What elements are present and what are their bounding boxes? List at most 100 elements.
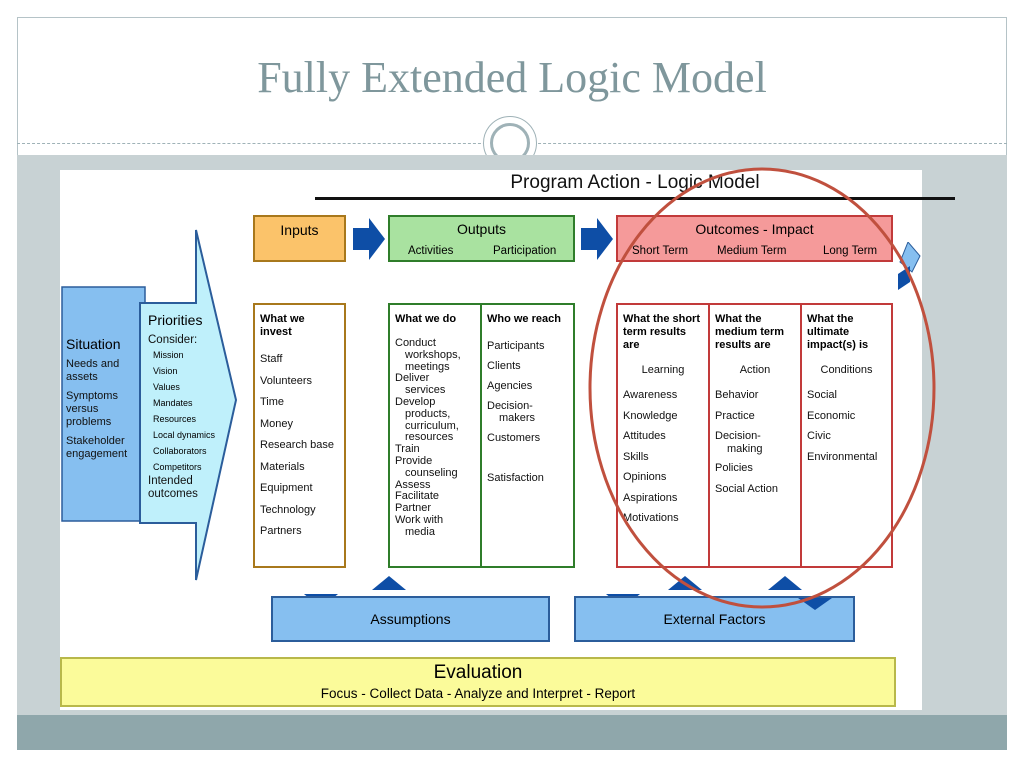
slide-title: Fully Extended Logic Model [257, 53, 767, 102]
activity-item: Train [395, 443, 420, 456]
situation-panel: Situation Needs and assets Symptoms vers… [66, 336, 146, 461]
medium-term-item: making [727, 443, 763, 455]
outcomes-sub-long: Long Term [823, 245, 878, 257]
participation-item: makers [499, 412, 536, 424]
input-item: Money [260, 417, 294, 430]
situation-item: Needs and assets [66, 358, 120, 383]
priority-item: Resources [153, 414, 197, 424]
situation-item: Stakeholder engagement [66, 435, 128, 460]
short-term-item: Knowledge [623, 409, 678, 422]
input-item: Partners [260, 525, 302, 537]
external-factors-label: External Factors [663, 611, 766, 627]
outputs-sub-activities: Activities [408, 245, 454, 257]
outcomes-header-label: Outcomes - Impact [695, 221, 814, 237]
outcomes-highlight-ellipse [588, 167, 936, 609]
input-item: Materials [260, 460, 305, 473]
participation-item: Customers [487, 432, 541, 444]
evaluation-subtitle: Focus - Collect Data - Analyze and Inter… [320, 686, 636, 701]
priorities-panel: Priorities Consider: Mission Vision Valu… [148, 312, 228, 501]
long-term-item: Environmental [807, 450, 878, 463]
situation-heading: Situation [66, 336, 121, 352]
activity-item: services [405, 384, 446, 397]
input-item: Research base [260, 439, 334, 451]
input-item: Equipment [260, 482, 313, 494]
long-term-column-title: What the ultimate impact(s) is [807, 313, 869, 351]
activity-item: Provide [395, 454, 433, 467]
situation-priorities-arrow [61, 229, 238, 581]
inputs-header: Inputs [253, 215, 346, 262]
priorities-consider: Consider: [148, 334, 198, 346]
medium-term-item: Practice [715, 409, 755, 422]
activity-item: resources [405, 431, 454, 444]
diagram-title: Program Action - Logic Model [510, 172, 760, 193]
medium-term-item: Decision- [715, 430, 761, 442]
diagram-title-rule [315, 197, 955, 200]
activity-item: meetings [405, 360, 450, 373]
assumptions-label: Assumptions [370, 611, 451, 627]
priorities-heading: Priorities [148, 312, 203, 328]
priorities-footer: Intended outcomes [148, 475, 198, 500]
input-item: Volunteers [260, 374, 312, 387]
long-term-item: Economic [807, 409, 856, 422]
evaluation-title: Evaluation [433, 662, 523, 683]
activity-item: Conduct [395, 337, 436, 349]
long-term-column: What the ultimate impact(s) is Condition… [800, 303, 893, 568]
short-term-item: Aspirations [623, 491, 678, 504]
participation-column-title: Who we reach [487, 313, 561, 325]
priority-item: Collaborators [153, 446, 207, 456]
priority-item: Mission [153, 350, 184, 360]
participation-column: Who we reach Participants Clients Agenci… [480, 303, 575, 568]
evaluation-bar: Evaluation Focus - Collect Data - Analyz… [60, 657, 896, 707]
activity-item: Partner [395, 502, 432, 515]
input-item: Time [260, 396, 285, 408]
activity-item: products, [405, 407, 451, 420]
activity-item: Work with [395, 513, 444, 526]
situation-item: Symptoms versus problems [66, 390, 118, 428]
activity-item: Assess [395, 478, 431, 491]
short-term-item: Opinions [623, 471, 667, 483]
outcomes-sub-medium: Medium Term [717, 245, 787, 257]
inputs-column-title: What we invest [260, 313, 305, 338]
priority-item: Vision [153, 366, 178, 376]
long-term-item: Social [807, 389, 837, 401]
logic-model-diagram: Program Action - Logic Model Situation N… [60, 170, 955, 710]
priority-item: Values [153, 382, 180, 392]
outputs-sub-participation: Participation [493, 245, 557, 257]
footer-bar [17, 715, 1007, 750]
short-term-item: Attitudes [623, 430, 666, 442]
long-term-item: Civic [807, 430, 831, 442]
medium-term-item: Policies [715, 462, 753, 474]
medium-term-item: Social Action [715, 482, 778, 495]
short-term-item: Motivations [623, 512, 679, 524]
activity-item: media [405, 525, 435, 538]
medium-term-column-title: What the medium term results are [715, 313, 785, 351]
medium-term-item: Behavior [715, 389, 759, 401]
activities-column-title: What we do [395, 313, 457, 325]
activities-column: What we do Conduct workshops, meetings D… [388, 303, 482, 568]
activity-item: counseling [405, 466, 458, 479]
outputs-to-outcomes-arrow [581, 218, 613, 260]
priority-item: Competitors [153, 462, 202, 472]
inputs-header-label: Inputs [280, 222, 319, 238]
short-term-item: Awareness [623, 389, 678, 401]
medium-term-column: What the medium term results are Action … [708, 303, 802, 568]
short-term-lead: Learning [641, 364, 685, 376]
input-item: Staff [260, 353, 283, 365]
outputs-header: Outputs Activities Participation [388, 215, 575, 262]
medium-term-lead: Action [739, 364, 771, 376]
long-term-lead: Conditions [820, 364, 873, 376]
activity-item: Deliver [395, 372, 430, 385]
short-term-column-title: What the short term results are [623, 313, 700, 351]
priority-item: Mandates [153, 398, 193, 408]
inputs-to-outputs-arrow [353, 218, 385, 260]
priorities-arrow-shape [139, 229, 238, 581]
assumptions-box: Assumptions [271, 596, 550, 642]
participation-item: Participants [487, 340, 545, 352]
input-item: Technology [260, 503, 316, 516]
participation-item: Agencies [487, 380, 533, 392]
outcomes-header: Outcomes - Impact Short Term Medium Term… [616, 215, 893, 262]
participation-item: Clients [487, 360, 521, 372]
participation-item: Decision- [487, 400, 533, 412]
outputs-header-label: Outputs [456, 221, 507, 237]
